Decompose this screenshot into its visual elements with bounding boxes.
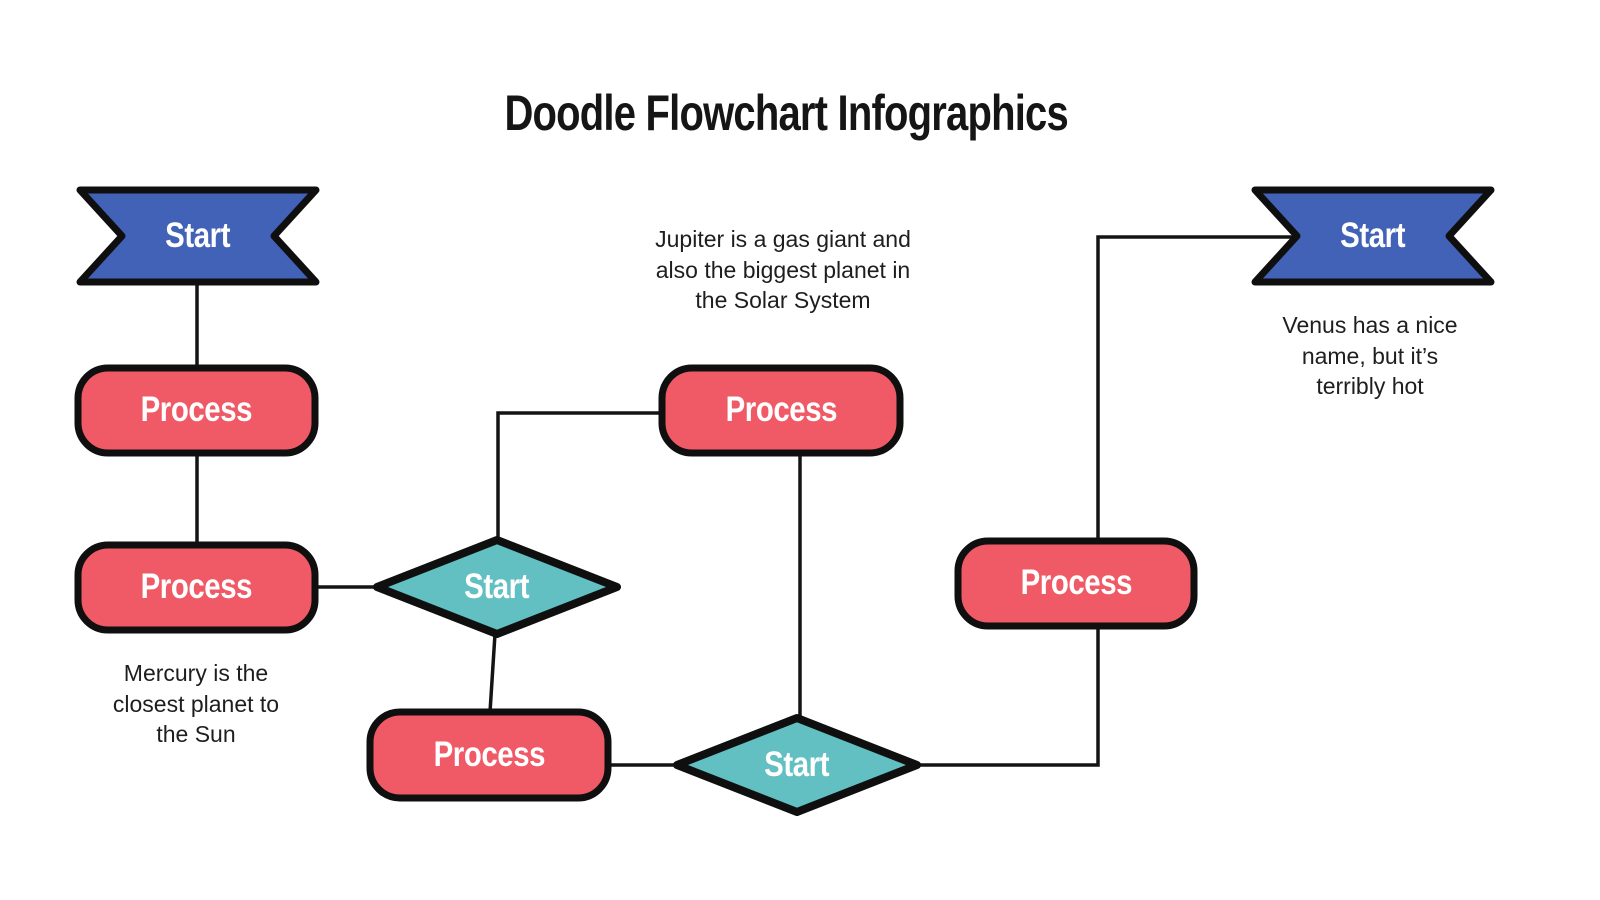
decision-left-shape [373,536,621,638]
connector-decisionleft-to-processbottom [488,632,497,714]
connector-decisionbottom-to-processright [915,624,1100,767]
process-bottom-shape [366,708,612,802]
decision-bottom-shape [673,714,921,816]
start-banner-right-shape [1251,186,1495,286]
annotation-mercury: Mercury is the closest planet to the Sun [112,660,280,747]
annotation-jupiter: Jupiter is a gas giant and also the bigg… [655,226,911,313]
page-title-text: Doodle Flowchart Infographics [504,85,1068,141]
start-banner-left-shape [76,186,320,286]
process-left-mid-shape [74,541,319,634]
process-left-top-shape [74,364,319,457]
connector-processcenter-to-decision-left [496,411,664,542]
page-title: Doodle Flowchart Infographics [0,84,1572,142]
process-right-shape [954,537,1198,630]
process-center-shape [658,364,904,457]
annotation-venus: Venus has a nice name, but it’s terribly… [1282,312,1458,399]
connector-processright-to-startright [1096,235,1302,543]
